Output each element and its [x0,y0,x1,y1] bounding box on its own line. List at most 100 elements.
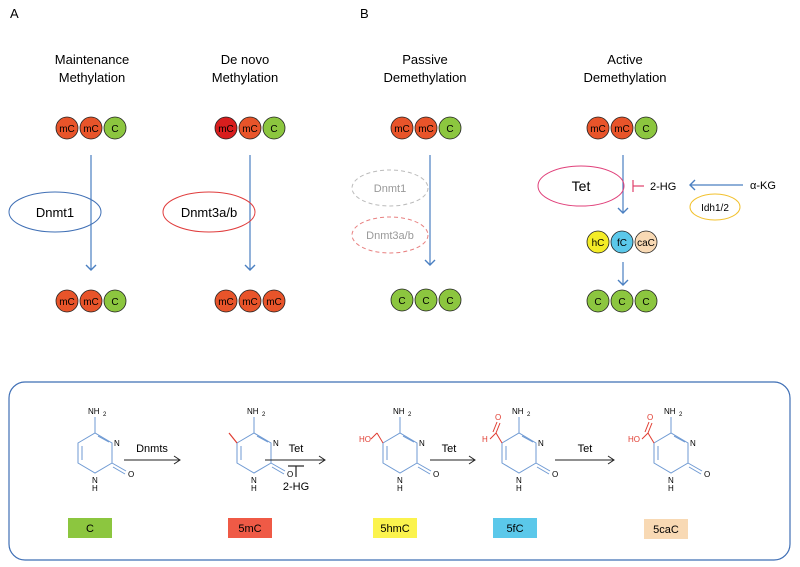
passive-title-line1: Passive [402,52,448,67]
5hmc-ring-nh-n: N [397,476,403,485]
label-box-5cac [644,519,688,539]
dnmt3ab-ellipse [162,191,256,233]
maint-top-label-1: mC [59,124,75,135]
passive-bot-label-3: C [446,296,453,307]
label-5cac: 5caC [653,524,679,536]
denovo-bot-label-1: mC [218,297,234,308]
akg-label: α-KG [750,180,776,192]
5mc-ring-n: N [273,439,279,448]
5fc-ring-nh-n: N [516,476,522,485]
dnmt3ab-label: Dnmt3a/b [181,205,237,220]
passive-bot-label-2: C [422,296,429,307]
label-box-5fc [493,518,537,538]
5mc-nh2-sub: 2 [262,412,266,418]
cytosine-structure: NH 2 N O N H [77,407,134,493]
panel-b-label: B [360,6,369,21]
denovo-top-label-2: mC [242,124,258,135]
passive-title-line2: Demethylation [383,70,466,85]
active-mid-label-2: fC [617,238,627,249]
5cac-ring-nh-h: H [668,484,674,493]
5cac-nh2-sub: 2 [679,412,683,418]
5hmc-nh2: NH [393,407,405,416]
denovo-top-label-3: C [270,124,277,135]
maintenance-top-row: mC mC C [55,116,127,140]
5cac-structure: O HO NH 2 N O N H [628,407,710,493]
5hmc-ring-n: N [419,439,425,448]
label-5hmc: 5hmC [380,523,409,535]
5cac-carbonyl-o: O [704,470,710,479]
pathway-panel [8,381,791,561]
maintenance-bottom-row: mC mC C [55,289,127,313]
passive-top-circle-2 [414,116,438,140]
passive-dnmt1-label: Dnmt1 [374,183,406,195]
5fc-structure: O H NH 2 N O N H [482,407,558,493]
5mc-ring-nh-h: H [251,484,257,493]
denovo-top-circle-3 [262,116,286,140]
c-carbonyl-o: O [128,470,134,479]
active-mid-circle-hc [586,230,610,254]
active-top-circle-3 [634,116,658,140]
active-bottom-row: C C C [586,289,658,313]
active-title-line2: Demethylation [583,70,666,85]
label-box-5hmc [373,518,417,538]
maint-bot-label-2: mC [83,297,99,308]
5mc-ring-nh-n: N [251,476,257,485]
active-bot-label-1: C [594,297,601,308]
5fc-ring-n: N [538,439,544,448]
label-5mc: 5mC [238,523,261,535]
denovo-bot-label-3: mC [266,297,282,308]
denovo-bot-circle-1 [214,289,238,313]
inhibitor-2hg-label: 2-HG [650,181,676,193]
denovo-bottom-row: mC mC mC [214,289,286,313]
maint-top-label-3: C [111,124,118,135]
5cac-ho: HO [628,435,640,444]
denovo-bot-circle-2 [238,289,262,313]
denovo-top-circle-1 [214,116,238,140]
passive-top-label-2: mC [418,124,434,135]
active-title-line1: Active [607,52,642,67]
5cac-ring-n: N [690,439,696,448]
5fc-nh2-sub: 2 [527,412,531,418]
passive-dnmt3ab-ellipse [351,216,429,254]
label-box-5mc [228,518,272,538]
passive-top-circle-1 [390,116,414,140]
passive-top-label-1: mC [394,124,410,135]
denovo-bot-label-2: mC [242,297,258,308]
5mc-structure: NH 2 N O N H [228,407,293,493]
arrow-tet-3-label: Tet [578,443,593,455]
denovo-title-line2: Methylation [212,70,278,85]
active-top-label-1: mC [590,124,606,135]
label-c: C [86,523,94,535]
dnmt1-label: Dnmt1 [36,205,74,220]
passive-dnmt1-ellipse [351,169,429,207]
5hmc-structure: HO NH 2 N O N H [359,407,439,493]
active-top-circle-2 [610,116,634,140]
5fc-carbonyl-o: O [552,470,558,479]
active-bot-circle-2 [610,289,634,313]
arrow-tet-1-label: Tet [289,443,304,455]
5mc-nh2: NH [247,407,259,416]
maint-top-label-2: mC [83,124,99,135]
maintenance-title-line2: Methylation [59,70,125,85]
c-nh2: NH [88,407,100,416]
inhibit-2hg-label: 2-HG [283,481,309,493]
active-top-circle-1 [586,116,610,140]
maintenance-title-line1: Maintenance [55,52,129,67]
5hmc-ring-nh-h: H [397,484,403,493]
passive-top-row: mC mC C [390,116,462,140]
maint-top-circle-3 [103,116,127,140]
passive-bottom-row: C C C [390,288,462,312]
active-mid-circle-fc [610,230,634,254]
idh-ellipse [689,193,741,221]
tet-label: Tet [572,178,591,194]
arrow-dnmts-label: Dnmts [136,443,168,455]
active-mid-label-3: caC [637,238,655,249]
5fc-h: H [482,435,488,444]
passive-bot-label-1: C [398,296,405,307]
passive-top-circle-3 [438,116,462,140]
active-top-label-3: C [642,124,649,135]
active-mid-circle-cac [634,230,658,254]
active-bot-label-3: C [642,297,649,308]
5fc-nh2: NH [512,407,524,416]
